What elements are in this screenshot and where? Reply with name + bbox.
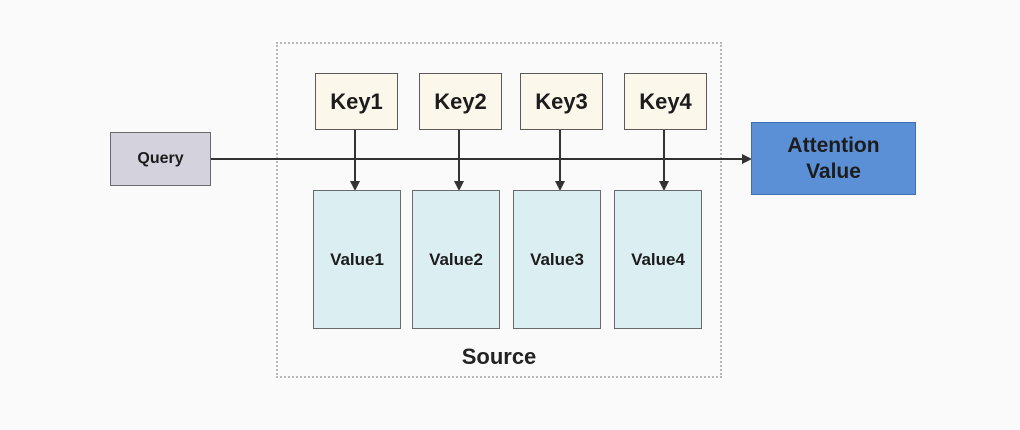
- value-node-1: Value1: [313, 190, 401, 329]
- query-node: Query: [110, 132, 211, 186]
- key-node-3: Key3: [520, 73, 603, 130]
- value-node-4: Value4: [614, 190, 702, 329]
- key-node-2: Key2: [419, 73, 502, 130]
- attention-value-line1: Attention: [787, 134, 880, 158]
- attention-value-line2: Value: [806, 159, 861, 183]
- source-label: Source: [461, 344, 537, 369]
- value-node-2: Value2: [412, 190, 500, 329]
- key-node-1: Key1: [315, 73, 398, 130]
- source-group-border: [276, 42, 722, 378]
- value-node-3: Value3: [513, 190, 601, 329]
- key-node-4: Key4: [624, 73, 707, 130]
- attention-value-node: Attention Value: [751, 122, 916, 195]
